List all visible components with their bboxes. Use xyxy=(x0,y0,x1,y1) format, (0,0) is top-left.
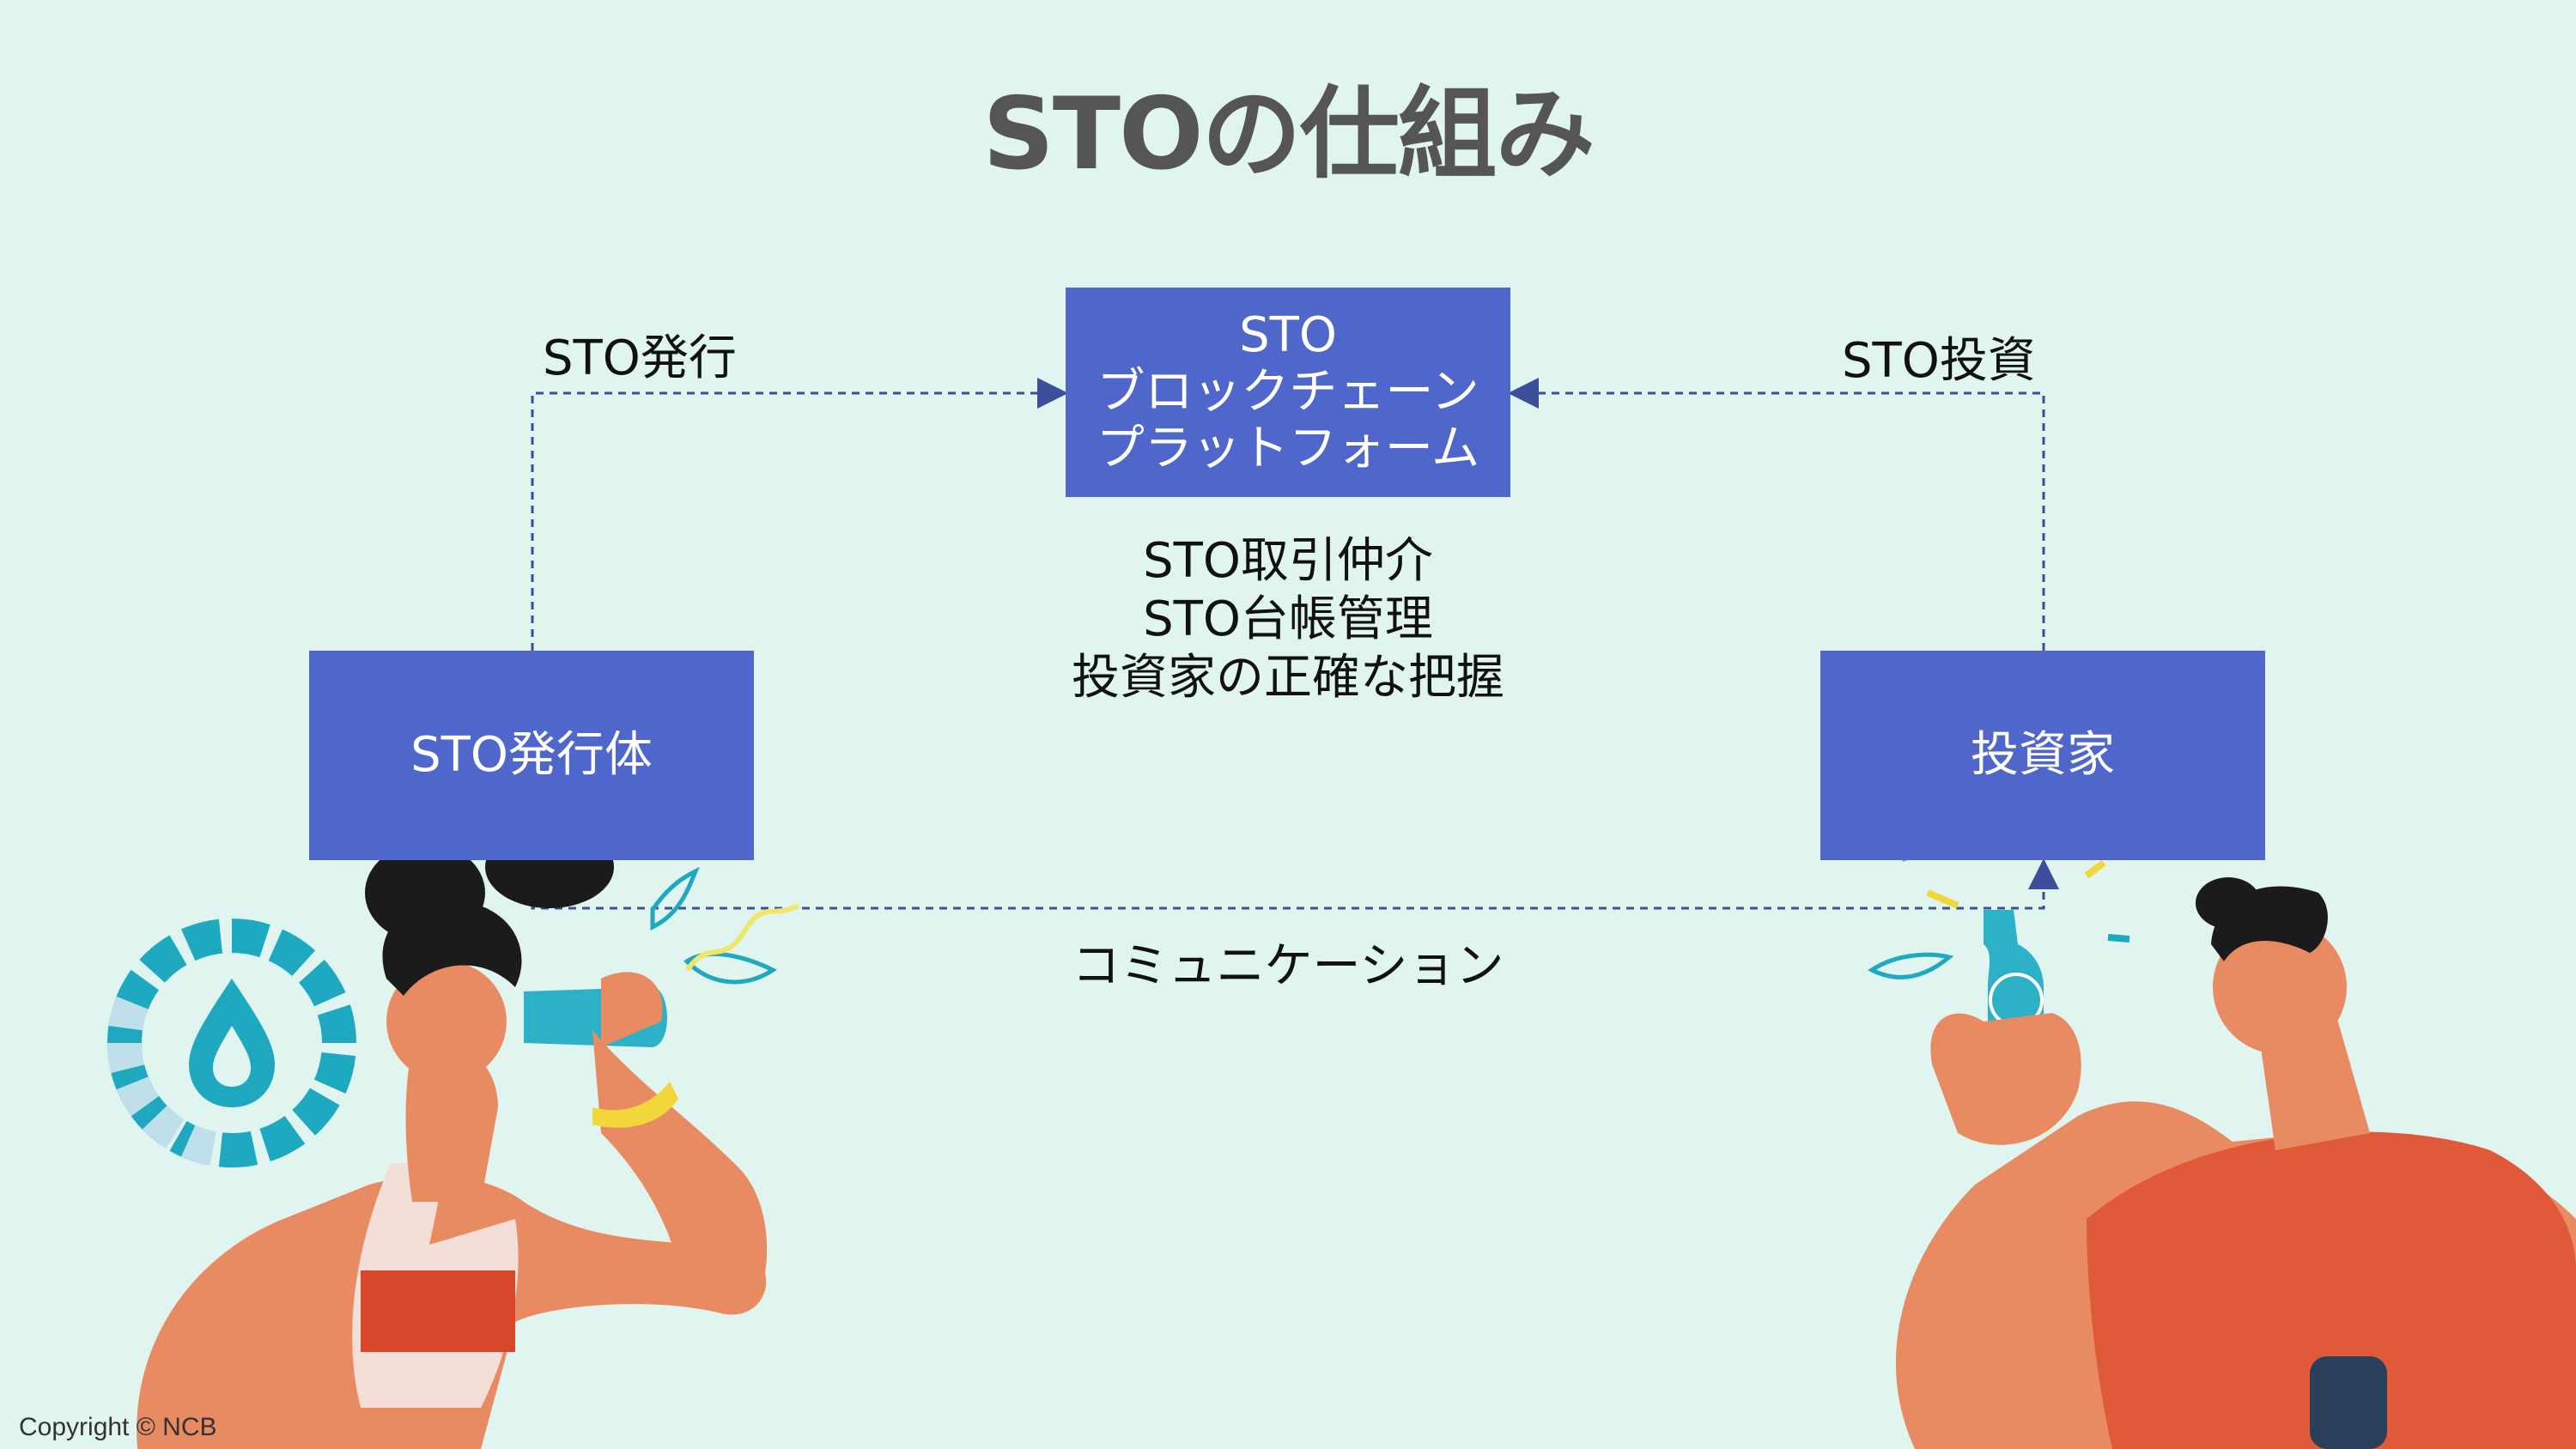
platform-role-item: STO台帳管理 xyxy=(1143,591,1433,647)
issuer-label: STO発行体 xyxy=(410,727,653,783)
investor-label: 投資家 xyxy=(1971,727,2115,783)
issuer-box: STO発行体 xyxy=(309,651,754,860)
issue-edge-label: STO発行 xyxy=(543,330,737,386)
platform-line: プラットフォーム xyxy=(1096,421,1480,476)
man-with-bottle-illustration xyxy=(1868,768,2576,1449)
page-title: STOの仕組み xyxy=(982,76,1595,192)
platform-role-item: STO取引仲介 xyxy=(1143,533,1433,589)
platform-box: STO ブロックチェーン プラットフォーム xyxy=(1066,288,1510,497)
invest-arrow xyxy=(1508,378,2045,651)
communication-arrow xyxy=(531,858,2059,910)
platform-roles: STO取引仲介 STO台帳管理 投資家の正確な把握 xyxy=(945,532,1631,707)
platform-line: ブロックチェーン xyxy=(1097,364,1479,420)
investor-box: 投資家 xyxy=(1820,651,2265,860)
invest-edge-label: STO投資 xyxy=(1842,333,2036,389)
copyright-text: Copyright © NCB xyxy=(19,1413,217,1441)
issue-arrow xyxy=(531,378,1068,651)
platform-role-item: 投資家の正確な把握 xyxy=(1072,650,1504,706)
water-drop-gauge-icon xyxy=(107,919,356,1167)
communication-edge-label: コミュニケーション xyxy=(1072,938,1504,994)
platform-line: STO xyxy=(1239,307,1337,363)
